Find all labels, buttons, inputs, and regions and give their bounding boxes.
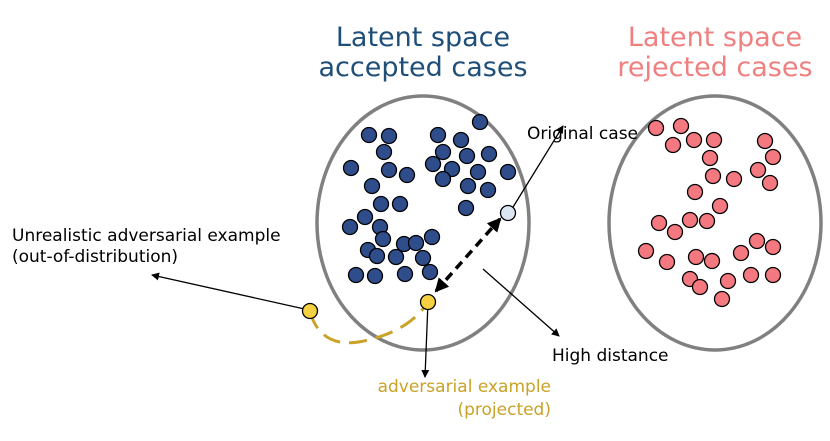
rejected-case-point — [764, 266, 782, 284]
high-distance-arrow — [482, 268, 560, 337]
rejected-case-point — [742, 266, 760, 284]
accepted-case-point — [458, 147, 476, 165]
accepted-case-point — [421, 263, 439, 281]
rejected-case-point — [705, 131, 723, 149]
accepted-case-point — [391, 195, 409, 213]
accepted-case-point — [396, 265, 414, 283]
unrealistic-label-line2: (out-of-distribution) — [12, 247, 178, 267]
accepted-case-point — [459, 177, 477, 195]
accepted-case-point — [342, 159, 360, 177]
rejected-case-point — [725, 170, 743, 188]
rejected-case-point — [701, 149, 719, 167]
accepted-title-line1: Latent space — [336, 22, 510, 53]
rejected-case-point — [637, 242, 655, 260]
accepted-case-point — [363, 177, 381, 195]
accepted-case-point — [387, 248, 405, 266]
accepted-case-point — [380, 161, 398, 179]
rejected-case-point — [647, 119, 665, 137]
accepted-case-point — [434, 143, 452, 161]
rejected-case-point — [672, 117, 690, 135]
rejected-case-point — [681, 211, 699, 229]
accepted-case-point — [374, 230, 392, 248]
accepted-case-point — [471, 113, 489, 131]
accepted-case-point — [414, 249, 432, 267]
accepted-points — [341, 113, 517, 285]
accepted-title-line2: accepted cases — [318, 52, 527, 83]
projected-label-line1: adversarial example — [378, 377, 551, 397]
accepted-case-point — [457, 199, 475, 217]
rejected-case-point — [658, 253, 676, 271]
rejected-case-point — [711, 197, 729, 215]
rejected-case-point — [749, 161, 767, 179]
projection-path — [308, 301, 430, 345]
accepted-case-point — [380, 127, 398, 145]
accepted-case-point — [372, 195, 390, 213]
rejected-case-point — [698, 212, 716, 230]
accepted-case-point — [360, 126, 378, 144]
accepted-case-point — [423, 228, 441, 246]
rejected-case-point — [691, 278, 709, 296]
accepted-case-point — [407, 234, 425, 252]
accepted-case-point — [347, 266, 365, 284]
accepted-case-point — [452, 131, 470, 149]
rejected-title-line2: rejected cases — [617, 52, 812, 83]
accepted-case-point — [398, 166, 416, 184]
accepted-case-point — [469, 163, 487, 181]
rejected-case-point — [719, 272, 737, 290]
rejected-space-ellipse — [607, 94, 823, 352]
original-case-point — [499, 204, 517, 222]
rejected-title-line1: Latent space — [628, 22, 802, 53]
accepted-case-point — [341, 218, 359, 236]
original-case-label: Original case — [527, 124, 638, 144]
rejected-case-point — [748, 232, 766, 250]
accepted-case-point — [429, 126, 447, 144]
rejected-case-point — [687, 248, 705, 266]
accepted-case-point — [366, 267, 384, 285]
unrealistic-adversarial-point — [301, 302, 319, 320]
rejected-case-point — [732, 244, 750, 262]
high-distance-label: High distance — [552, 346, 669, 366]
original-case-arrow — [509, 125, 564, 213]
rejected-case-point — [704, 167, 722, 185]
accepted-case-point — [443, 160, 461, 178]
rejected-case-point — [664, 136, 682, 154]
projected-arrow — [421, 301, 430, 378]
projected-label-line2: (projected) — [457, 400, 551, 420]
accepted-case-point — [434, 170, 452, 188]
rejected-points — [637, 117, 782, 308]
rejected-case-point — [764, 148, 782, 166]
rejected-case-point — [756, 132, 774, 150]
rejected-case-point — [650, 214, 668, 232]
accepted-case-point — [368, 247, 386, 265]
accepted-case-point — [480, 145, 498, 163]
projected-adversarial-point — [419, 293, 437, 311]
rejected-case-point — [764, 238, 782, 256]
accepted-case-point — [479, 181, 497, 199]
accepted-space-ellipse — [315, 94, 531, 352]
rejected-case-point — [761, 174, 779, 192]
rejected-case-point — [713, 290, 731, 308]
unrealistic-arrow — [151, 272, 310, 311]
rejected-case-point — [686, 183, 704, 201]
rejected-case-point — [666, 223, 684, 241]
rejected-case-point — [703, 252, 721, 270]
rejected-case-point — [685, 131, 703, 149]
accepted-case-point — [499, 163, 517, 181]
accepted-case-point — [375, 143, 393, 161]
distance-arrow — [434, 217, 502, 293]
accepted-case-point — [356, 208, 374, 226]
unrealistic-label-line1: Unrealistic adversarial example — [12, 226, 281, 246]
accepted-case-point — [424, 155, 442, 173]
